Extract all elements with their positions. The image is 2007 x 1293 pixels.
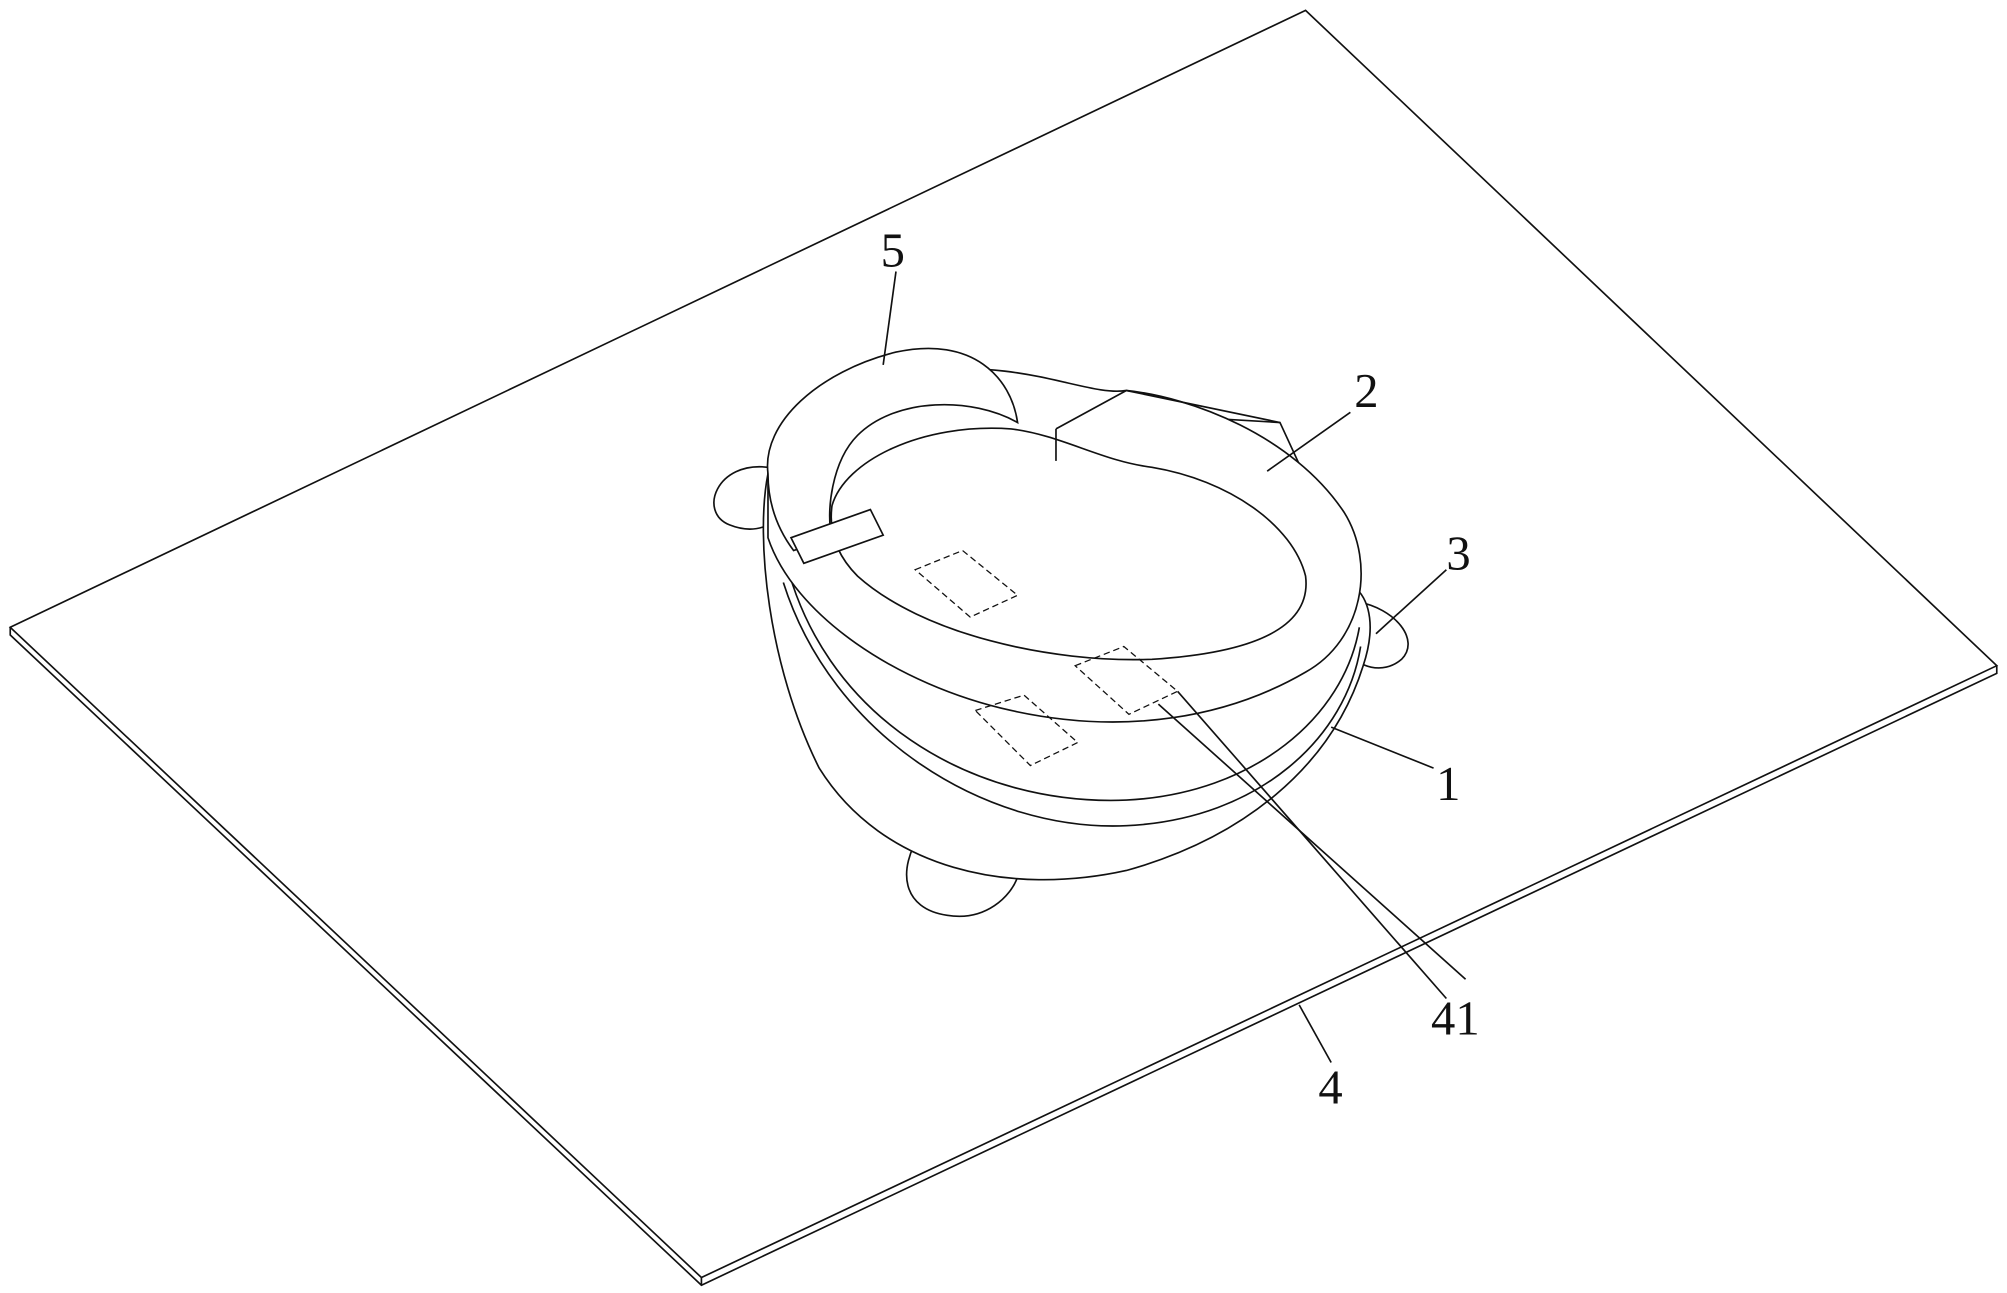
leader-lines <box>882 271 1467 1063</box>
label-5: 5 <box>881 223 905 277</box>
label-2: 2 <box>1354 364 1378 418</box>
label-4: 4 <box>1318 1060 1342 1114</box>
sensor-regions <box>913 549 1179 767</box>
label-41: 41 <box>1431 991 1480 1045</box>
label-3: 3 <box>1446 527 1470 581</box>
strap <box>766 347 1019 565</box>
seat-ring <box>767 367 1362 723</box>
label-1: 1 <box>1436 757 1460 811</box>
